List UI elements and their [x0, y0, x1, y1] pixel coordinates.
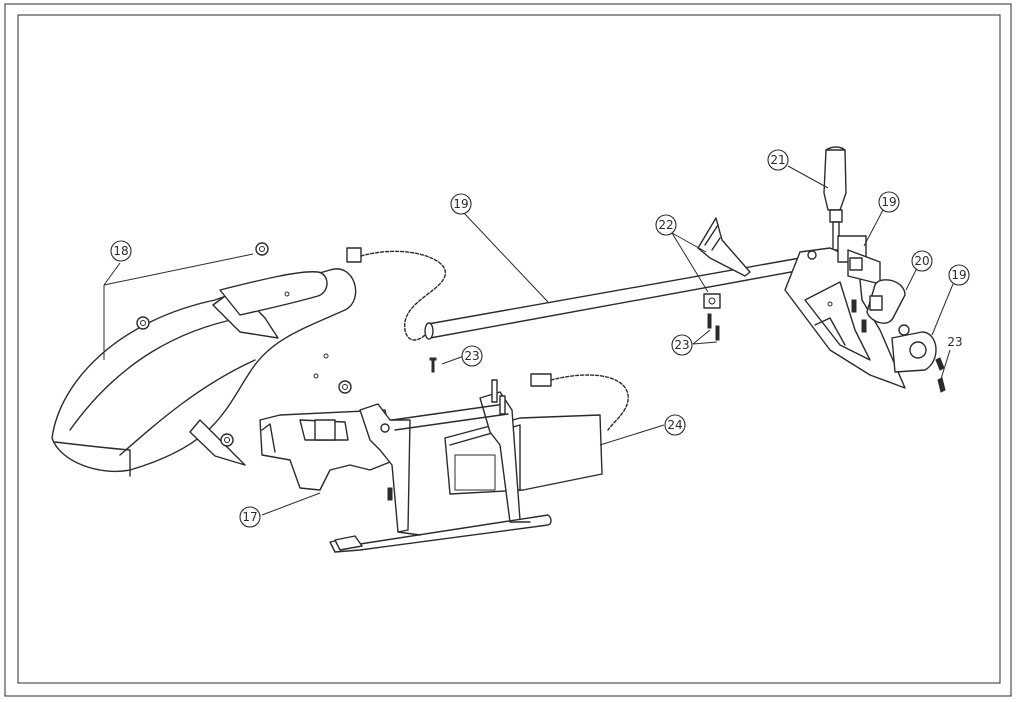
callout-23b: 23	[461, 345, 483, 367]
vertical-fin	[697, 217, 751, 277]
leader-21	[787, 165, 829, 189]
inner-frame	[17, 14, 1001, 684]
outer-frame	[4, 3, 1012, 697]
callout-23a: 23	[671, 334, 693, 356]
callout-19b-label: 19	[881, 195, 896, 209]
tail-motor	[866, 279, 906, 324]
clamp-screws	[935, 357, 946, 393]
leader-19c	[931, 283, 954, 336]
canopy	[51, 268, 357, 477]
callout-18-label: 18	[113, 244, 128, 258]
leader-24	[599, 424, 665, 446]
callout-20-label: 20	[914, 254, 929, 268]
callout-19c-label: 19	[951, 268, 966, 282]
leader-22	[671, 232, 709, 293]
callout-23b-label: 23	[464, 349, 479, 363]
leader-23c	[939, 349, 951, 383]
callout-19a-label: 19	[453, 197, 468, 211]
callout-23a-label: 23	[674, 338, 689, 352]
callout-17: 17	[239, 506, 261, 528]
leader-20	[905, 267, 918, 291]
gearbox-screws	[851, 299, 867, 333]
leader-17	[261, 492, 321, 516]
wire-harness-right	[530, 373, 629, 431]
tail-rotor-blade	[823, 146, 847, 251]
callout-24: 24	[664, 414, 686, 436]
callout-22-label: 22	[658, 218, 673, 232]
callout-23c-label: 23	[947, 335, 962, 349]
landing-skid	[329, 379, 552, 553]
wire-harness-left	[346, 247, 446, 341]
callout-18: 18	[110, 240, 132, 262]
battery-pack	[444, 414, 603, 495]
grommets	[136, 242, 352, 447]
leader-23b	[441, 355, 465, 365]
leader-19b	[863, 209, 884, 247]
callout-20: 20	[911, 250, 933, 272]
callout-17-label: 17	[242, 510, 257, 524]
callout-19a: 19	[450, 193, 472, 215]
frame-screw	[429, 357, 437, 373]
callout-24-label: 24	[667, 418, 682, 432]
fin-mount	[703, 293, 721, 341]
leader-18	[103, 253, 254, 360]
callout-22: 22	[655, 214, 677, 236]
callout-21-label: 21	[770, 153, 785, 167]
leader-23a	[692, 329, 718, 345]
boom-clamp	[891, 324, 937, 373]
leader-19a	[462, 211, 549, 303]
callout-19b: 19	[878, 191, 900, 213]
callout-21: 21	[767, 149, 789, 171]
callout-19c: 19	[948, 264, 970, 286]
callout-23c: 23	[947, 335, 962, 349]
tail-gearbox	[784, 235, 906, 389]
